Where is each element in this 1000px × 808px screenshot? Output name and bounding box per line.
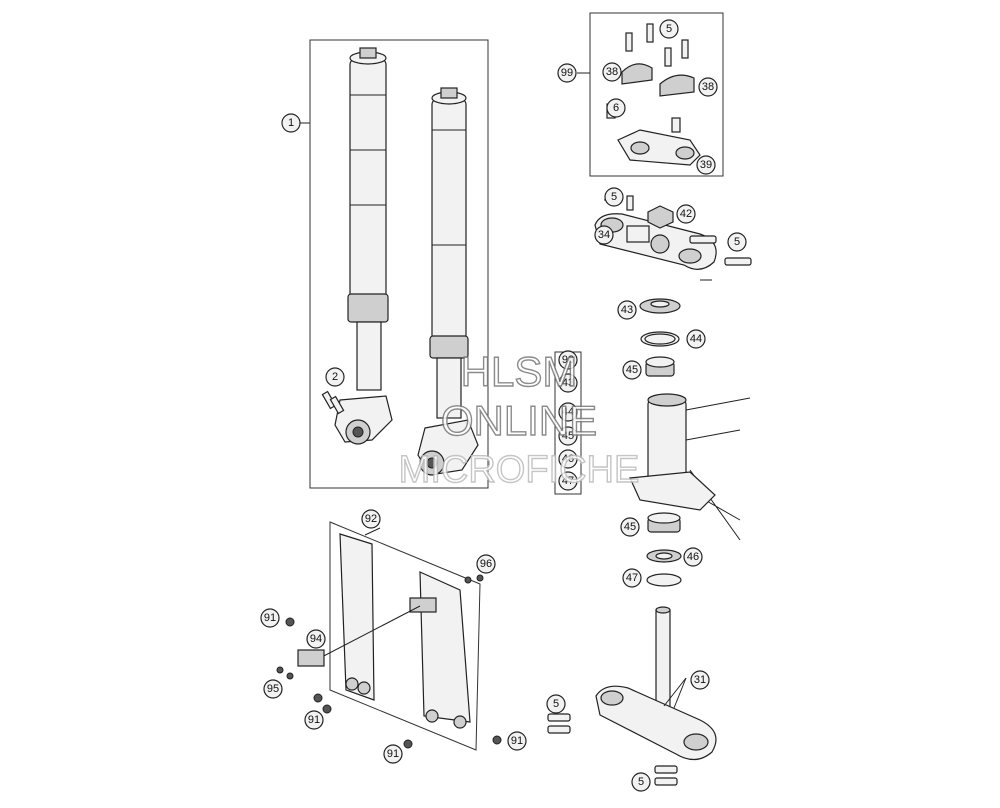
svg-text:42: 42 [680, 208, 692, 220]
callout-42: 42 [676, 204, 696, 224]
callout-5-right: 5 [727, 232, 747, 252]
callout-91-b: 91 [304, 710, 324, 730]
svg-text:47: 47 [562, 475, 574, 487]
callout-91-d: 91 [507, 731, 527, 751]
callout-31: 31 [690, 670, 710, 690]
svg-text:46: 46 [562, 453, 574, 465]
svg-text:44: 44 [562, 406, 574, 418]
callout-39: 39 [696, 155, 716, 175]
svg-text:45: 45 [624, 521, 636, 533]
bolt-2 [321, 390, 345, 415]
right-fork-leg [417, 87, 479, 476]
frame-head-tube [629, 393, 751, 541]
svg-text:1: 1 [288, 117, 294, 129]
svg-text:98: 98 [562, 354, 574, 366]
callout-43: 43 [617, 300, 637, 320]
svg-text:44: 44 [690, 333, 702, 345]
steering-stem-bearing-stack [639, 298, 681, 377]
kit-item-98: 98 [558, 350, 578, 370]
callout-5-top: 5 [604, 187, 624, 207]
callout-91-c: 91 [383, 744, 403, 764]
callout-91-a: 91 [260, 608, 280, 628]
svg-text:5: 5 [666, 23, 672, 35]
svg-text:47: 47 [626, 572, 638, 584]
callout-92: 92 [361, 509, 381, 529]
svg-text:5: 5 [611, 191, 617, 203]
callout-38-right: 38 [698, 77, 718, 97]
callout-95: 95 [263, 679, 283, 699]
svg-text:5: 5 [553, 698, 559, 710]
callout-6: 6 [606, 98, 626, 118]
fork-assembly-frame [309, 39, 489, 489]
upper-triple-clamp [594, 195, 752, 270]
svg-text:91: 91 [511, 735, 523, 747]
watermark-line-1: HLSM [461, 348, 578, 395]
kit-list: 98 43 44 45 46 47 [558, 350, 578, 491]
svg-text:96: 96 [480, 558, 492, 570]
svg-text:45: 45 [562, 430, 574, 442]
callout-2: 2 [325, 367, 345, 387]
svg-text:6: 6 [613, 102, 619, 114]
fork-guard-panel-frame [329, 521, 481, 751]
svg-text:45: 45 [626, 364, 638, 376]
svg-text:31: 31 [694, 674, 706, 686]
svg-text:91: 91 [264, 612, 276, 624]
callout-5-clamp: 5 [659, 19, 679, 39]
svg-text:43: 43 [621, 304, 633, 316]
callout-45-upper: 45 [622, 360, 642, 380]
svg-text:95: 95 [267, 683, 279, 695]
svg-text:92: 92 [365, 513, 377, 525]
callout-47: 47 [622, 568, 642, 588]
callout-44: 44 [686, 329, 706, 349]
watermark-line-3: MICROFICHE [399, 449, 640, 491]
fork-guards [276, 533, 502, 749]
svg-text:5: 5 [734, 236, 740, 248]
callout-38-left: 38 [602, 62, 622, 82]
svg-text:91: 91 [387, 748, 399, 760]
kit-item-47: 47 [558, 471, 578, 491]
handlebar-clamp-frame [589, 12, 724, 177]
lower-triple-clamp [547, 606, 717, 786]
svg-text:38: 38 [702, 81, 714, 93]
svg-text:99: 99 [561, 67, 573, 79]
svg-text:39: 39 [700, 159, 712, 171]
callout-5-bottom: 5 [631, 772, 651, 792]
callout-99: 99 [557, 63, 577, 83]
left-fork-leg [334, 47, 393, 445]
svg-text:38: 38 [606, 66, 618, 78]
callout-94: 94 [306, 629, 326, 649]
svg-text:94: 94 [310, 633, 322, 645]
callout-46: 46 [683, 547, 703, 567]
svg-text:2: 2 [332, 371, 338, 383]
kit-item-46: 46 [558, 449, 578, 469]
lower-bearing-stack [646, 512, 682, 587]
handlebar-clamps [606, 23, 701, 166]
svg-text:43: 43 [562, 377, 574, 389]
watermark: HLSM ONLINE MICROFICHE [398, 347, 640, 491]
callout-5-lower-left: 5 [546, 694, 566, 714]
svg-text:91: 91 [308, 714, 320, 726]
watermark-line-2: ONLINE [441, 397, 597, 444]
kit-item-45: 45 [558, 426, 578, 446]
svg-text:46: 46 [687, 551, 699, 563]
svg-text:34: 34 [598, 229, 610, 241]
callout-1: 1 [281, 113, 301, 133]
callout-34: 34 [594, 225, 614, 245]
svg-text:5: 5 [638, 776, 644, 788]
callout-96: 96 [476, 554, 496, 574]
kit-item-43: 43 [558, 373, 578, 393]
kit-item-44: 44 [558, 402, 578, 422]
callout-45-lower: 45 [620, 517, 640, 537]
